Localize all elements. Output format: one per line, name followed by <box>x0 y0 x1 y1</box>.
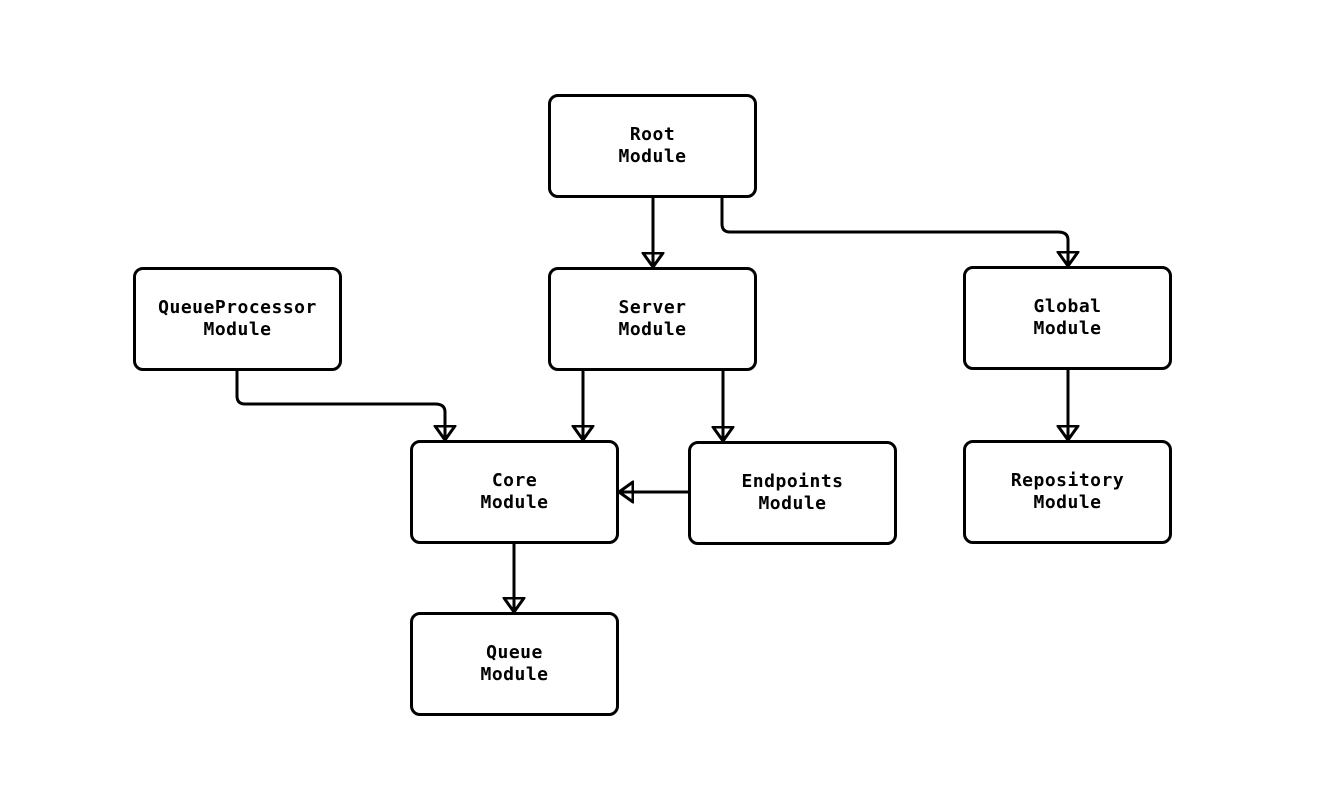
node-server-module: Server Module <box>548 267 757 371</box>
node-repository-module: Repository Module <box>963 440 1172 544</box>
node-endpoints-module-label: Endpoints Module <box>741 471 844 514</box>
node-core-module: Core Module <box>410 440 619 544</box>
node-server-module-label: Server Module <box>618 297 687 340</box>
node-root-module-label: Root Module <box>618 124 687 167</box>
edge-queueprocessor-core <box>235 371 445 438</box>
node-core-module-label: Core Module <box>480 470 549 513</box>
node-queueprocessor-module: QueueProcessor Module <box>133 267 342 371</box>
node-root-module: Root Module <box>548 94 757 198</box>
node-global-module-label: Global Module <box>1033 296 1102 339</box>
node-queueprocessor-module-label: QueueProcessor Module <box>158 297 317 340</box>
node-queue-module-label: Queue Module <box>480 642 549 685</box>
node-endpoints-module: Endpoints Module <box>688 441 897 545</box>
node-queue-module: Queue Module <box>410 612 619 716</box>
node-global-module: Global Module <box>963 266 1172 370</box>
node-repository-module-label: Repository Module <box>1010 470 1125 513</box>
edge-root-global <box>720 198 1068 264</box>
